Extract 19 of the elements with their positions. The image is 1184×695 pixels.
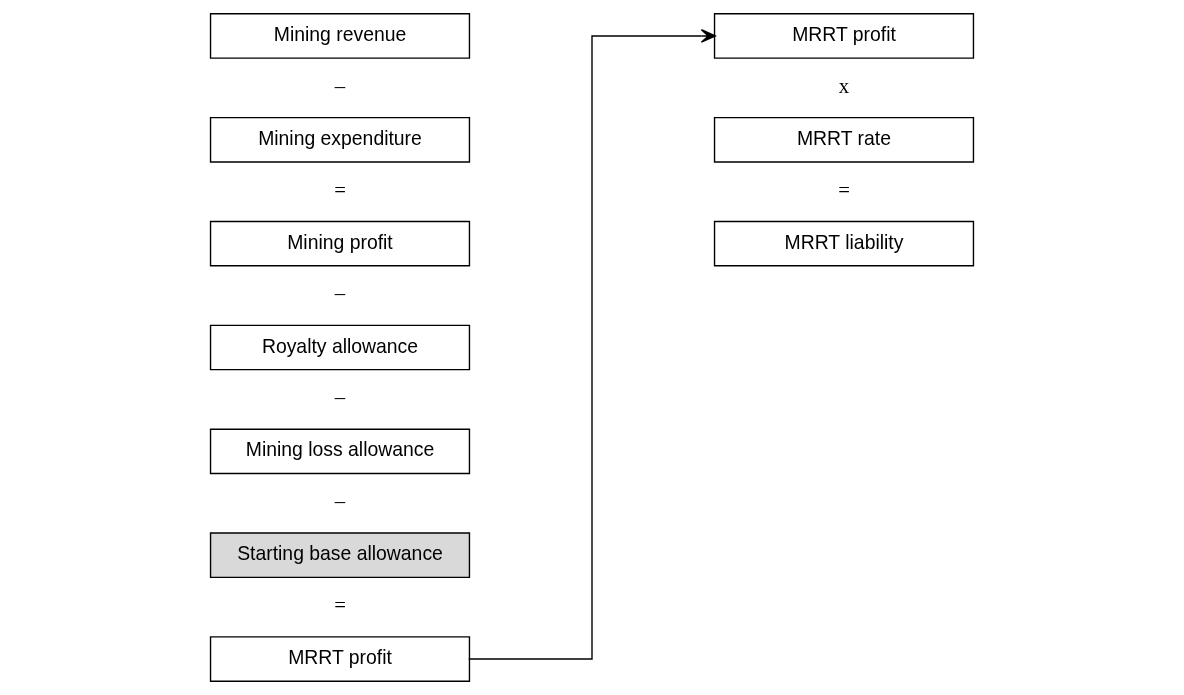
node-box: MRRT rate xyxy=(713,116,975,163)
label: = xyxy=(334,593,346,616)
label: = xyxy=(838,178,850,201)
label: = xyxy=(334,178,346,201)
node-box: Mining profit xyxy=(209,220,471,267)
label: x xyxy=(838,74,850,97)
node-box: Starting base allowance xyxy=(209,532,471,579)
label: – xyxy=(334,74,346,97)
label: – xyxy=(334,386,346,409)
node-box: MRRT profit xyxy=(209,636,471,682)
label: – xyxy=(334,490,346,513)
node-box: MRRT liability xyxy=(713,220,975,267)
node-box: MRRT profit xyxy=(713,13,975,59)
arrow xyxy=(468,29,716,660)
node-box: Royalty allowance xyxy=(209,324,471,371)
node-box: Mining revenue xyxy=(209,13,471,59)
node-box: Mining loss allowance xyxy=(209,428,471,475)
label: – xyxy=(334,282,346,305)
node-box: Mining expenditure xyxy=(209,116,471,163)
